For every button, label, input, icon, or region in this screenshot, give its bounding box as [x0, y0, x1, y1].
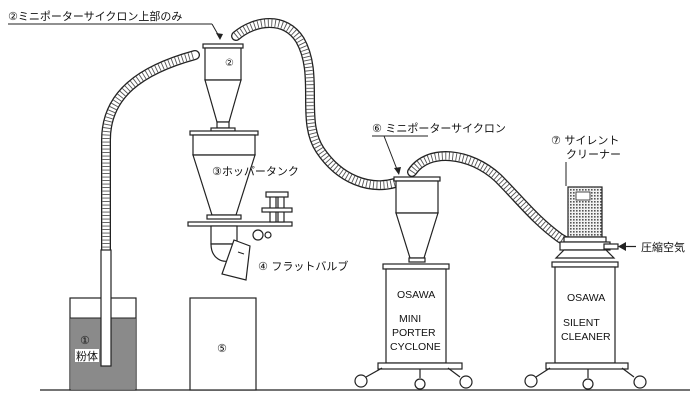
porter-line2: PORTER: [392, 327, 436, 339]
callout-compressed-air: 圧縮空気: [641, 240, 685, 254]
flap-valve: [210, 225, 251, 281]
cleaner-line2: CLEANER: [561, 331, 611, 343]
label-silent-cleaner-2: クリーナー: [566, 148, 621, 161]
mini-porter-tank: OSAWA MINI PORTER CYCLONE: [354, 263, 473, 390]
callout-hopper-tank: ③ホッパータンク: [212, 165, 299, 178]
caster-wheel: [354, 374, 368, 388]
label-compressed-air: 圧縮空気: [641, 240, 685, 254]
cleaner-line1: SILENT: [563, 317, 600, 329]
caster-wheel: [633, 375, 647, 389]
label-hopper-tank: ③ホッパータンク: [212, 165, 299, 178]
porter-brand: OSAWA: [397, 289, 435, 301]
label-silent-cleaner-1: ⑦ サイレント: [551, 134, 619, 147]
caster-wheel: [414, 378, 426, 390]
hose-suction: [101, 50, 200, 305]
mini-porter-cyclone: [393, 176, 441, 263]
cleaner-brand: OSAWA: [567, 292, 605, 304]
mounting-platform: [187, 191, 293, 241]
caster-wheel: [582, 378, 594, 390]
upper-cyclone: ②: [202, 43, 244, 132]
powder-container: ① 粉体: [69, 249, 137, 391]
hose-connecting: [231, 18, 400, 191]
porter-line1: MINI: [399, 313, 421, 325]
receiving-box: ⑤: [189, 297, 257, 391]
silent-cleaner: [554, 186, 636, 259]
callout-mini-porter-cyclone: ⑥ ミニポーターサイクロン: [372, 122, 506, 175]
porter-line3: CYCLONE: [390, 341, 441, 353]
powder-marker: ①: [80, 334, 90, 347]
callout-mini-porter-top: ②ミニポーターサイクロン上部のみ: [8, 9, 223, 40]
upper-cyclone-marker: ②: [225, 58, 234, 69]
label-mini-porter-top-only: ②ミニポーターサイクロン上部のみ: [8, 9, 182, 23]
caster-wheel: [459, 375, 473, 389]
label-flap-valve: ④ フラットバルブ: [258, 259, 348, 273]
powder-label: 粉体: [76, 349, 98, 363]
label-mini-porter-cyclone: ⑥ ミニポーターサイクロン: [372, 122, 506, 135]
callout-flap-valve: ④ フラットバルブ: [258, 259, 348, 273]
caster-wheel: [524, 374, 538, 388]
silent-cleaner-tank: OSAWA SILENT CLEANER: [524, 261, 647, 390]
hopper-tank: [189, 130, 259, 220]
callout-silent-cleaner: ⑦ サイレント クリーナー: [551, 134, 621, 186]
box5-label: ⑤: [217, 342, 227, 355]
